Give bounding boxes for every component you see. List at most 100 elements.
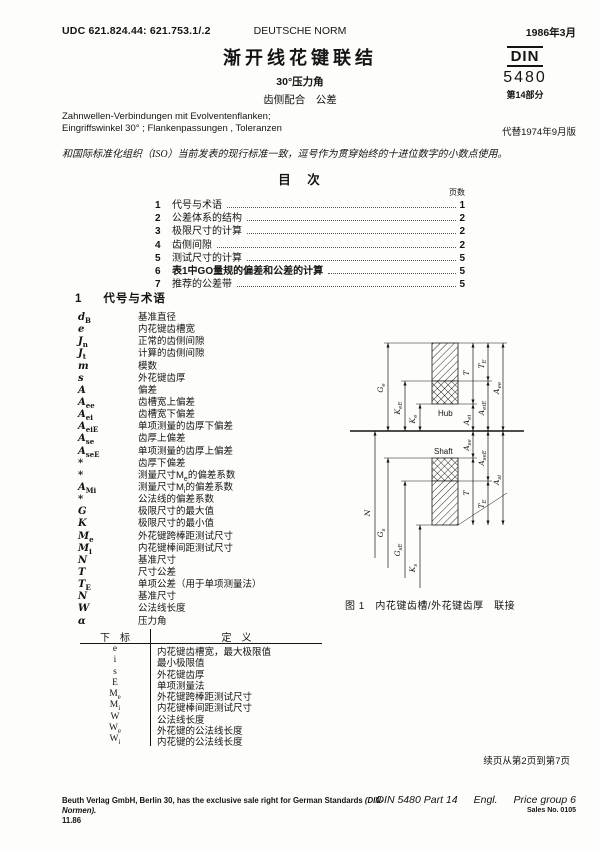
symbol-row: TE 单项公差（用于单项测量法） — [78, 576, 350, 592]
symbol-base: m — [78, 360, 89, 372]
publisher-note: Beuth Verlag GmbH, Berlin 30, has the ex… — [62, 796, 402, 826]
symbol-definition: 模数 — [138, 360, 158, 372]
shaft-tolerance-zone-T — [431, 480, 459, 526]
symbol-definition: 外花键齿厚 — [138, 372, 186, 384]
symbol-row: α 压力角 — [78, 613, 350, 627]
label-Ge: Ge — [376, 383, 387, 393]
subscript-symbol-base: e — [112, 644, 118, 654]
symbol-subscript: ei — [85, 413, 93, 423]
subscript-symbol-base: W — [108, 723, 118, 734]
hub-tolerance-zone-T — [431, 342, 459, 382]
continuation-note: 续页从第2页到第7页 — [483, 756, 570, 767]
label-Asi: Asi — [492, 475, 503, 486]
label-Aee: Aee — [492, 381, 503, 395]
subscript-symbol: Mi — [80, 700, 150, 712]
toc-item-page: 5 — [459, 252, 465, 264]
extension-lines — [384, 342, 508, 526]
toc-item-label: 表1中GO量规的偏差和公差的计算 — [172, 265, 324, 277]
symbol-definition: 压力角 — [138, 615, 167, 627]
symbol-base: α — [78, 615, 86, 627]
label-Gs: Gs — [376, 528, 387, 537]
definition-column-header: 定 义 — [150, 629, 322, 644]
toc-item-page: 2 — [459, 213, 465, 225]
price-group: Price group 6 — [513, 794, 576, 806]
subscript-symbol-sub: i — [118, 738, 121, 747]
subscript-symbol: i — [80, 655, 150, 667]
toc-item-label: 测试尺寸的计算 — [172, 252, 242, 264]
symbol-row: s 外花键齿厚 — [78, 370, 350, 384]
subscript-symbol-base: i — [113, 655, 117, 666]
symbol-base: T — [78, 566, 86, 578]
symbol: Mi — [78, 543, 138, 556]
symbol: AeiE — [78, 421, 138, 434]
symbol: TE — [78, 579, 138, 592]
toc-item-number: 3 — [155, 226, 161, 238]
symbol-base: J — [78, 348, 83, 360]
publisher-din-normen: (DIN-Normen). — [62, 796, 384, 815]
subscript-symbol: e — [80, 644, 150, 656]
symbol-subscript: i — [89, 546, 92, 556]
symbol: A — [78, 385, 138, 398]
symbol-definition: 公法线的偏差系数 — [138, 494, 215, 506]
symbol-row: e 内花键齿槽宽 — [78, 321, 350, 335]
symbol-definition: 基准直径 — [138, 312, 177, 323]
symbol-row: Aei 齿槽宽下偏差 — [78, 406, 350, 422]
symbol: * — [78, 458, 138, 471]
toc-item: 6 表1中GO量规的偏差和公差的计算 5 — [155, 262, 465, 277]
symbol-definition: 正常的齿侧间隙 — [138, 336, 205, 348]
toc-item: 1 代号与术语 1 — [155, 196, 465, 211]
symbol-subscript: Mi — [85, 485, 97, 495]
document-title: 渐开线花键联结 — [223, 48, 377, 68]
subscript-symbol-base: M — [109, 689, 118, 700]
symbol-definition: 外花键跨棒距测试尺寸 — [138, 530, 234, 542]
hub-tolerance-zone-TE — [431, 380, 459, 405]
figure1-tolerance-diagram: Hub Shaft Ge KeE Ke T Aei TE AeiE Aee As… — [350, 342, 524, 588]
label-Ase: Ase — [462, 439, 473, 452]
symbol-base: A — [78, 433, 86, 445]
subscript-symbol: Me — [80, 689, 150, 701]
toc-item: 3 极限尺寸的计算 2 — [155, 222, 465, 238]
symbol-definition: 齿槽宽下偏差 — [138, 409, 196, 421]
symbol-definition: 单项测量的齿厚上偏差 — [138, 445, 234, 457]
label-GsE: GsE — [393, 544, 404, 557]
symbol: N — [78, 555, 138, 568]
symbol-definition: 单项测量的齿厚下偏差 — [138, 421, 234, 433]
symbol-definition: 齿厚下偏差 — [138, 457, 186, 469]
subscript-symbol: We — [80, 723, 150, 735]
symbol-row: G 极限尺寸的最大值 — [78, 503, 350, 517]
subscript-table-body: e 内花键齿槽宽，最大极限值 i 最小极限值 s 外花键齿厚 E 单项测量法 — [80, 644, 322, 748]
symbol: Jn — [78, 336, 138, 349]
subscript-table-row: W 公法线长度 — [80, 711, 322, 726]
label-N: N — [363, 509, 372, 517]
subscript-definition: 内花键的公法线长度 — [150, 734, 322, 748]
symbol-subscript: ee — [85, 400, 95, 410]
toc-item-page: 5 — [459, 265, 465, 277]
section1-number: 1 — [75, 293, 82, 305]
symbol-base: A — [78, 481, 86, 493]
symbol-subscript: seE — [85, 449, 100, 459]
toc-item-page: 1 — [459, 200, 465, 211]
shaft-label: Shaft — [434, 447, 453, 456]
subscript-symbol-base: W — [110, 711, 120, 722]
symbol-base: K — [78, 518, 87, 530]
subscript-table-row: i 最小极限值 — [80, 655, 322, 669]
subscript-definition: 公法线长度 — [150, 711, 322, 726]
subscript-column-header: 下 标 — [100, 632, 130, 644]
table-of-contents: 1 代号与术语 1 2 公差体系的结构 2 3 极限尺寸的计算 2 4 — [155, 196, 465, 291]
toc-item-page: 5 — [459, 279, 465, 291]
udc-number: UDC 621.824.44: 621.753.1/.2 — [62, 25, 211, 37]
symbol-base: * — [78, 494, 84, 506]
symbol-list: dB 基准直径 e 内花键齿槽宽 Jn 正常的齿侧间隙 Jt 计算的齿侧间隙 m… — [78, 309, 350, 627]
toc-item-number: 7 — [155, 279, 161, 291]
label-T-hub: T — [462, 370, 471, 376]
symbol-row: m 模数 — [78, 358, 350, 372]
din-designation-block: DIN 5480 第14部分 — [494, 46, 556, 101]
subscript-definition: 内花键棒间距测试尺寸 — [150, 700, 322, 714]
symbol-row: dB 基准直径 — [78, 309, 350, 325]
symbol: G — [78, 506, 138, 519]
symbol-definition: 齿槽宽上偏差 — [138, 396, 196, 408]
tolerance-blocks — [431, 342, 459, 526]
toc-item-number: 1 — [155, 200, 161, 211]
symbol: s — [78, 373, 138, 386]
subscript-definition: 最小极限值 — [150, 655, 322, 669]
